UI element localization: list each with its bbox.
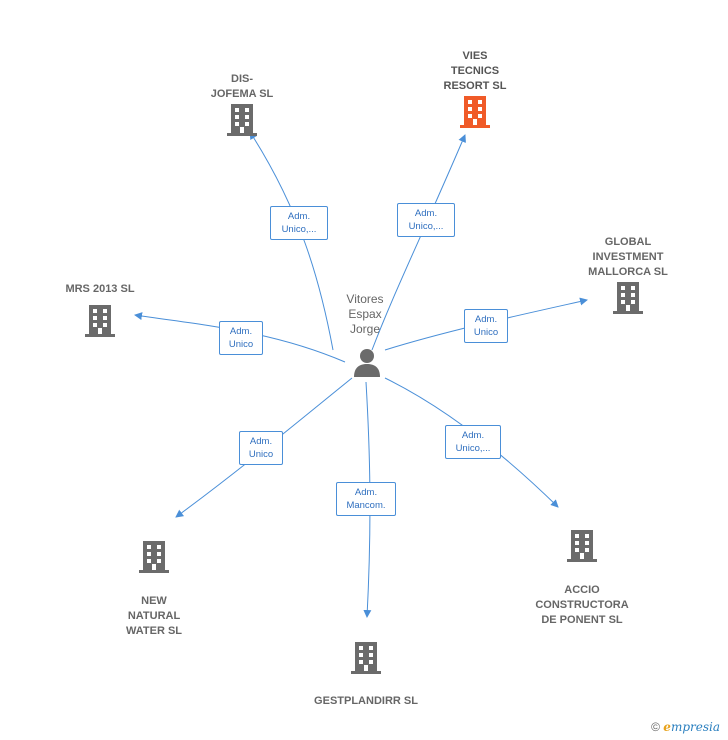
relation-label-mrs-2013[interactable]: Adm. Unico bbox=[219, 321, 263, 355]
building-icon bbox=[227, 104, 257, 136]
relation-label-accio-constructora[interactable]: Adm. Unico,... bbox=[445, 425, 501, 459]
company-mrs-2013[interactable]: MRS 2013 SL bbox=[50, 267, 150, 352]
person-name: Vitores Espax Jorge bbox=[346, 292, 384, 336]
edge-dis-jofema bbox=[249, 131, 334, 351]
building-icon bbox=[567, 530, 597, 562]
company-name: DIS- JOFEMA SL bbox=[210, 73, 274, 100]
copyright-symbol: © bbox=[651, 720, 660, 734]
relation-label-global-investment[interactable]: Adm. Unico bbox=[464, 309, 508, 343]
building-icon bbox=[85, 305, 115, 337]
company-global-investment[interactable]: GLOBAL INVESTMENT MALLORCA SL bbox=[572, 220, 684, 329]
company-name: MRS 2013 SL bbox=[65, 283, 135, 295]
company-gestplandirr[interactable]: GESTPLANDIRR SL bbox=[306, 625, 426, 709]
edge-vies-tecnics bbox=[371, 134, 466, 351]
company-name: VIES TECNICS RESORT SL bbox=[443, 50, 507, 92]
relation-label-gestplandirr[interactable]: Adm. Mancom. bbox=[336, 482, 396, 516]
company-dis-jofema[interactable]: DIS- JOFEMA SL bbox=[196, 57, 288, 151]
building-icon bbox=[139, 541, 169, 573]
building-icon bbox=[351, 642, 381, 674]
company-vies-tecnics[interactable]: VIES TECNICS RESORT SL bbox=[425, 34, 525, 143]
brand-logo: empresia bbox=[663, 720, 720, 734]
relation-label-dis-jofema[interactable]: Adm. Unico,... bbox=[270, 206, 328, 240]
building-icon-highlight bbox=[460, 96, 490, 128]
building-icon bbox=[613, 282, 643, 314]
company-new-natural-water[interactable]: NEW NATURAL WATER SL bbox=[104, 524, 204, 639]
company-accio-constructora[interactable]: ACCIO CONSTRUCTORA DE PONENT SL bbox=[526, 513, 638, 628]
relation-label-vies-tecnics[interactable]: Adm. Unico,... bbox=[397, 203, 455, 237]
company-name: NEW NATURAL WATER SL bbox=[125, 595, 182, 637]
person-icon[interactable] bbox=[352, 347, 382, 377]
company-name: GESTPLANDIRR SL bbox=[314, 695, 418, 707]
footer-brand: © empresia bbox=[651, 720, 720, 734]
company-name: GLOBAL INVESTMENT MALLORCA SL bbox=[588, 236, 668, 278]
company-name: ACCIO CONSTRUCTORA DE PONENT SL bbox=[535, 584, 629, 626]
relation-label-new-natural-water[interactable]: Adm. Unico bbox=[239, 431, 283, 465]
